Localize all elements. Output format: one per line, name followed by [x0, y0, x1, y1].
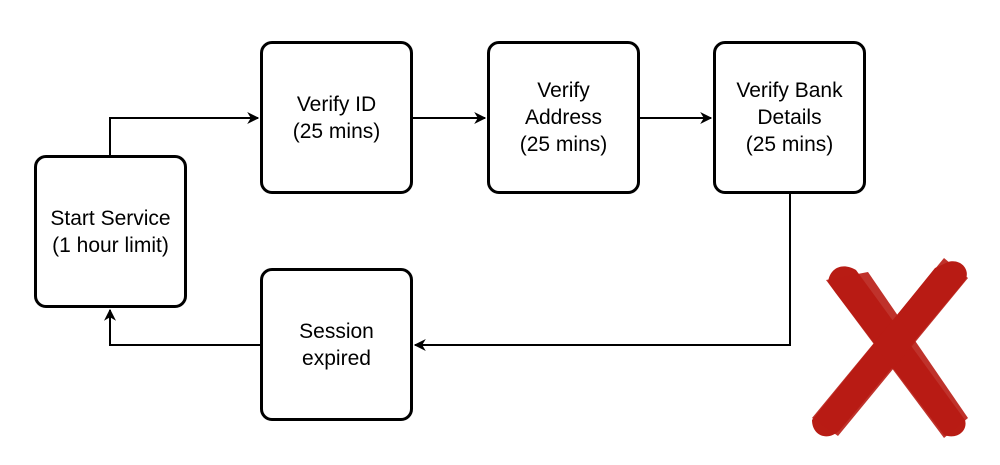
start-service-label: Start Service (1 hour limit) [50, 206, 171, 257]
start-service-node: Start Service (1 hour limit) [34, 155, 187, 308]
arrow-start-to-verify-id [109, 112, 260, 155]
verify-id-node: Verify ID (25 mins) [260, 41, 413, 194]
verify-address-node: Verify Address (25 mins) [487, 41, 640, 194]
verify-address-label: Verify Address (25 mins) [519, 79, 608, 156]
red-x-cross-icon [812, 258, 968, 438]
verify-bank-details-label: Verify Bank Details (25 mins) [736, 79, 843, 156]
verify-bank-details-node: Verify Bank Details (25 mins) [713, 41, 866, 194]
verify-id-label: Verify ID (25 mins) [292, 92, 381, 143]
arrow-session-expired-to-start [104, 308, 260, 346]
session-expired-node: Session expired [260, 268, 413, 421]
arrow-bank-to-session-expired [413, 194, 791, 351]
session-expired-label: Session expired [299, 319, 374, 370]
